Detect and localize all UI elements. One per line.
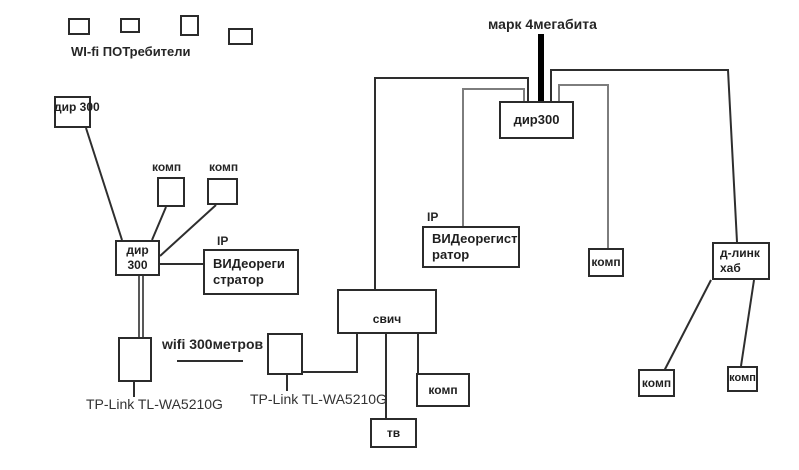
- node-dir300-right: дир300: [499, 101, 574, 139]
- node-komp-left-1: [157, 177, 185, 207]
- connector-komp1-dir300l: [151, 206, 167, 241]
- wifi-consumer-square-2: [120, 18, 140, 33]
- komp-left-label-2: комп: [209, 160, 239, 174]
- node-komp-left-2: [207, 178, 238, 205]
- tplink-2-label: TP-Link TL-WA5210G: [250, 391, 387, 407]
- node-tplink-1: [118, 337, 152, 382]
- wifi-consumer-square-3: [180, 15, 199, 36]
- connector-dlink-komp2: [740, 279, 755, 367]
- connector-dvr-right-dir300r: [462, 88, 525, 227]
- node-komp-bottom-right: комп: [727, 366, 758, 392]
- wifi-consumer-square-1: [68, 18, 90, 35]
- connector-dir300r-dlink: [550, 69, 738, 243]
- wifi-distance-label: wifi 300метров: [162, 336, 264, 352]
- wifi-consumers-label: WI-fi ПОТребители: [71, 44, 191, 59]
- node-dvr-left: ВИДеореги стратор: [203, 249, 299, 295]
- node-tv: тв: [370, 418, 417, 448]
- tplink-1-label: TP-Link TL-WA5210G: [86, 396, 223, 412]
- connector-tplink2-svich: [303, 333, 358, 373]
- connector-komp2-dir300l: [159, 204, 217, 257]
- wifi-consumer-square-4: [228, 28, 253, 45]
- connector-svich-dir300r: [374, 77, 529, 289]
- connector-dlink-komp1: [661, 279, 712, 376]
- mark-bandwidth-label: марк 4мегабита: [488, 16, 597, 32]
- dir300-top-left-label: дир 300: [54, 100, 100, 114]
- node-dvr-right: ВИДеорегист ратор: [422, 226, 520, 268]
- connector-dir300r-komp: [558, 84, 609, 248]
- node-svich: свич: [337, 289, 437, 334]
- node-komp-right-mid: комп: [588, 248, 624, 277]
- node-dir300-top-left: дир 300: [54, 96, 100, 128]
- ip-label-left: IP: [217, 234, 229, 248]
- ip-label-right: IP: [427, 210, 439, 224]
- node-dlink-hub: д-линк хаб: [712, 242, 770, 280]
- node-tplink-2: [267, 333, 303, 375]
- connector-dir300tl-dir300l: [85, 127, 123, 241]
- node-dir300-left: дир 300: [115, 240, 160, 276]
- node-komp-bottom-left: комп: [638, 369, 675, 397]
- node-komp-switch: комп: [416, 373, 470, 407]
- komp-left-label-1: комп: [152, 160, 182, 174]
